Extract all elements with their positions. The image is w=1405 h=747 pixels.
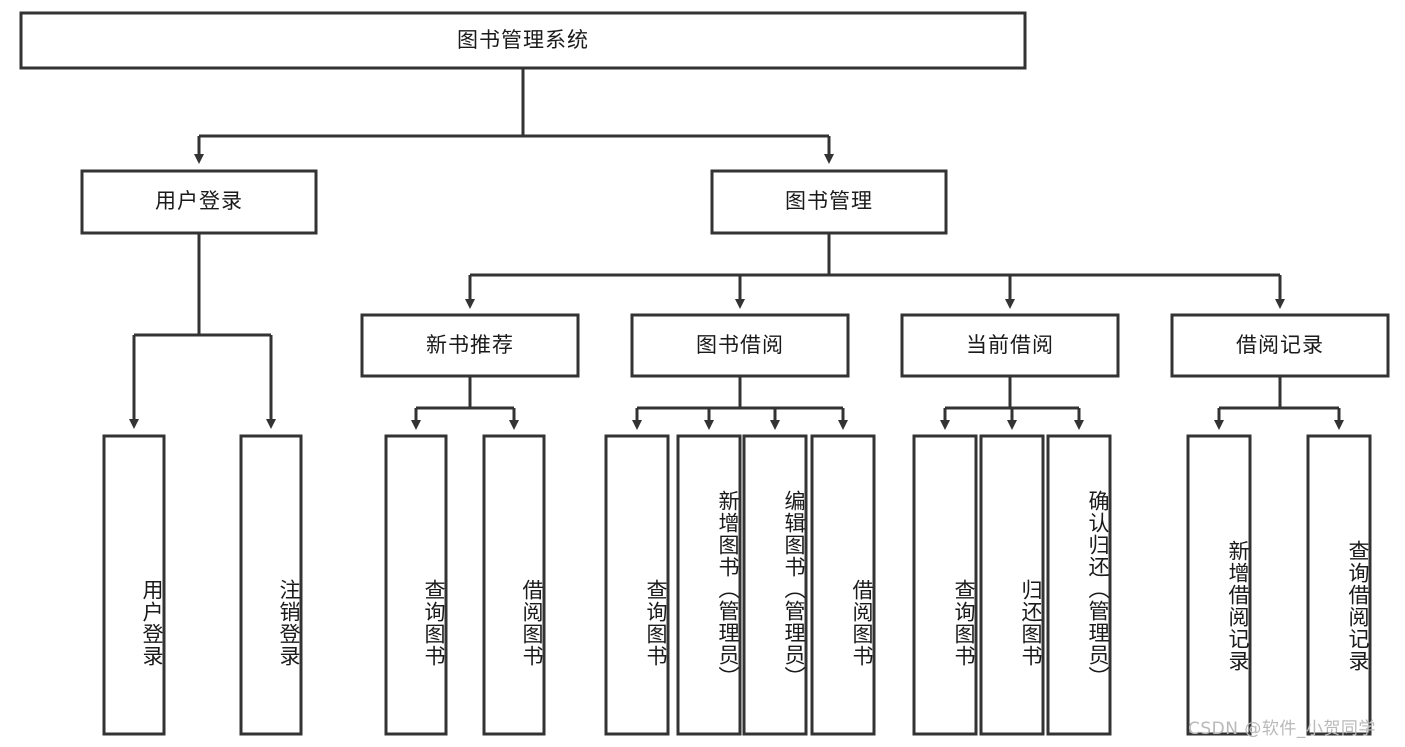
node-box-leaf-logout[interactable] — [239, 434, 303, 736]
node-box-leaf-borrow-book-1[interactable] — [482, 434, 546, 736]
node-box-leaf-query-book-2[interactable] — [604, 434, 670, 736]
node-box-leaf-confirm-return[interactable] — [1046, 434, 1112, 736]
node-box-leaf-query-record[interactable] — [1306, 434, 1372, 736]
node-box-leaf-user-login[interactable] — [102, 434, 166, 736]
node-box-leaf-borrow-book-2[interactable] — [810, 434, 876, 736]
node-box-leaf-add-book[interactable] — [676, 434, 742, 736]
node-box-user-login[interactable] — [80, 169, 318, 235]
node-box-book-borrow[interactable] — [630, 313, 850, 378]
node-box-leaf-query-book-1[interactable] — [384, 434, 448, 736]
node-box-new-book-rec[interactable] — [360, 313, 580, 378]
node-box-leaf-query-book-3[interactable] — [912, 434, 978, 736]
node-box-leaf-add-record[interactable] — [1186, 434, 1252, 736]
node-box-current-borrow[interactable] — [900, 313, 1120, 378]
node-box-leaf-edit-book[interactable] — [742, 434, 808, 736]
node-box-root[interactable] — [19, 11, 1027, 70]
node-box-book-manage[interactable] — [710, 169, 948, 235]
node-box-leaf-return-book[interactable] — [979, 434, 1045, 736]
node-box-borrow-record[interactable] — [1170, 313, 1390, 378]
